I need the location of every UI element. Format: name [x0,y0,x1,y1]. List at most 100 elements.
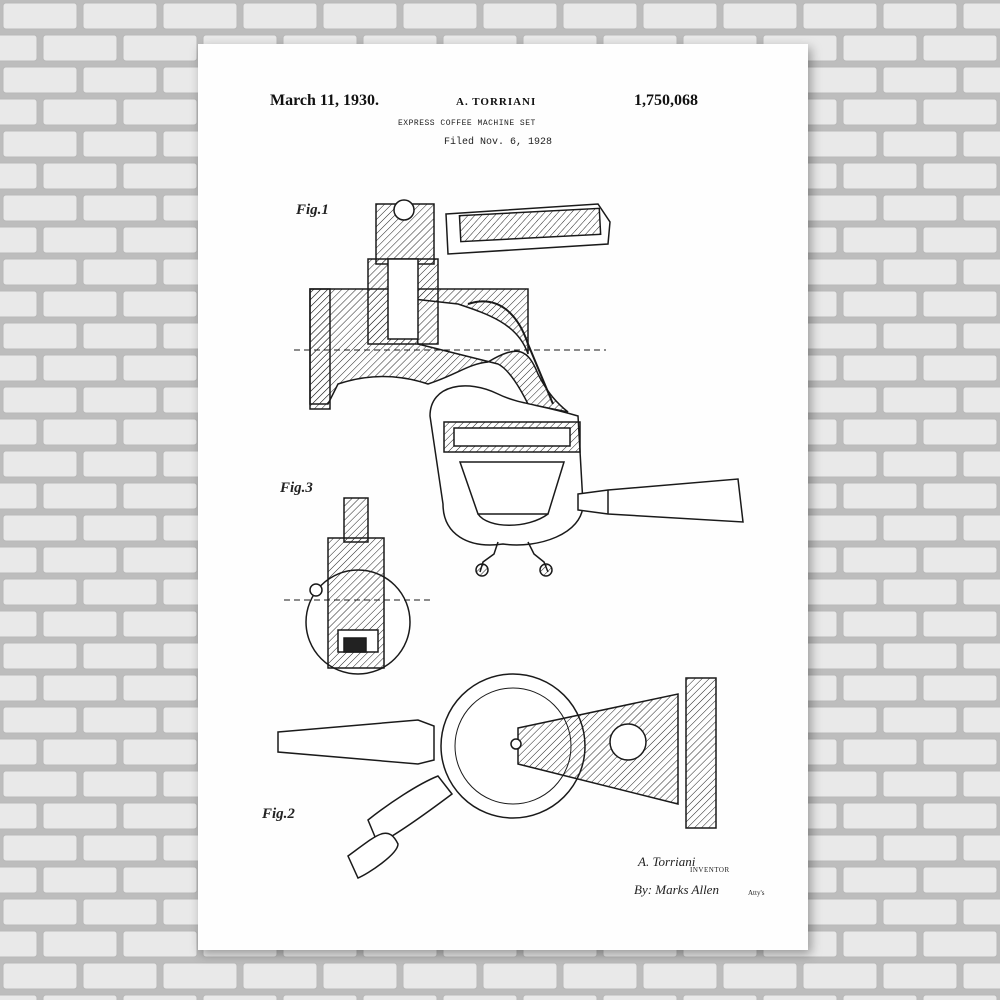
brick [922,34,998,62]
brick [522,994,598,1000]
brick [162,962,238,990]
brick [802,962,878,990]
brick [722,962,798,990]
brick [122,674,198,702]
brick [962,578,1000,606]
brick [2,66,78,94]
brick [962,194,1000,222]
brick [42,994,118,1000]
brick [0,866,38,894]
brick [82,834,158,862]
brick [922,98,998,126]
brick [122,930,198,958]
brick [82,578,158,606]
brick [42,482,118,510]
brick [122,226,198,254]
brick [842,866,918,894]
brick [882,130,958,158]
brick [122,98,198,126]
brick [242,2,318,30]
brick [0,34,38,62]
brick [962,834,1000,862]
brick [882,834,958,862]
brick [922,546,998,574]
brick [2,514,78,542]
brick [2,962,78,990]
brick [682,994,758,1000]
brick [882,2,958,30]
brick [442,994,518,1000]
brick [82,130,158,158]
brick [602,994,678,1000]
brick [42,226,118,254]
figure-2-drawing [277,673,717,879]
brick [122,866,198,894]
brick [882,898,958,926]
signature-attorney: By: Marks Allen [634,882,719,897]
brick [922,738,998,766]
brick [962,642,1000,670]
brick [0,226,38,254]
brick [842,994,918,1000]
brick [962,450,1000,478]
brick [0,610,38,638]
brick [882,258,958,286]
brick [962,2,1000,30]
brick [922,162,998,190]
brick [962,386,1000,414]
brick [2,194,78,222]
brick [842,482,918,510]
brick [2,450,78,478]
patent-date: March 11, 1930. [270,92,380,109]
brick [962,706,1000,734]
brick [842,162,918,190]
brick [0,482,38,510]
brick [42,290,118,318]
brick [922,226,998,254]
brick [802,386,878,414]
brick [82,258,158,286]
brick [2,130,78,158]
brick [42,866,118,894]
signature-inventor: A. Torriani [638,854,696,869]
brick [42,674,118,702]
brick [2,706,78,734]
brick [122,802,198,830]
brick [802,642,878,670]
brick [82,66,158,94]
figure-1-drawing [294,199,744,577]
brick [882,66,958,94]
brick [922,994,998,1000]
brick [42,930,118,958]
brick [922,418,998,446]
brick [0,162,38,190]
brick [0,802,38,830]
brick [962,66,1000,94]
patent-number: 1,750,068 [634,92,698,109]
brick [82,898,158,926]
brick [562,962,638,990]
brick [122,162,198,190]
brick [122,34,198,62]
brick [2,322,78,350]
brick [962,770,1000,798]
brick [882,578,958,606]
brick [2,898,78,926]
brick [922,482,998,510]
brick [842,802,918,830]
brick [0,738,38,766]
brick [922,290,998,318]
brick [922,674,998,702]
brick [962,130,1000,158]
brick [82,770,158,798]
brick [0,930,38,958]
fig1-label: Fig.1 [296,202,329,218]
brick [122,290,198,318]
brick [42,738,118,766]
brick [562,2,638,30]
brick [402,962,478,990]
brick [82,642,158,670]
figure-3-drawing [284,497,430,675]
brick [2,578,78,606]
brick [842,738,918,766]
